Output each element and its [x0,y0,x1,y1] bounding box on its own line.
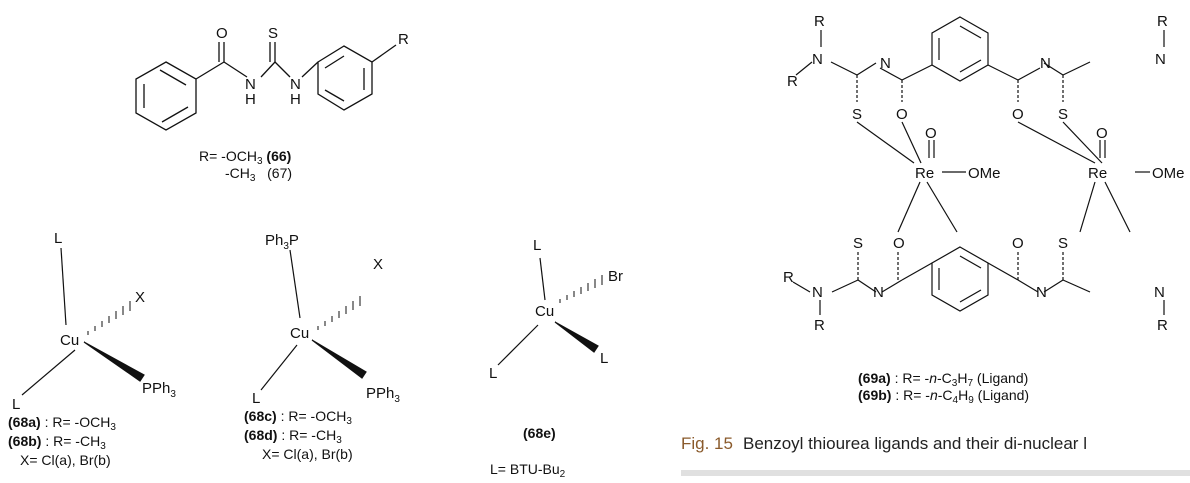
svg-text:R: R [1157,13,1168,30]
figure-caption: Fig. 15 Benzoyl thiourea ligands and thei… [681,434,1087,454]
svg-text:N: N [812,51,823,68]
svg-text:S: S [853,235,863,252]
svg-text:R: R [787,73,798,90]
structure-66-67 [135,42,397,131]
caption-divider [681,470,1190,476]
svg-text:N: N [1040,55,1051,72]
atom-r: R [398,31,409,48]
svg-text:O: O [925,125,937,142]
svg-text:L: L [54,230,62,247]
structure-69-atoms: R R N N S O O Re OMe R N N O S O Re OMe … [783,13,1185,334]
svg-text:L: L [12,396,20,413]
svg-text:N: N [873,284,884,301]
svg-text:R: R [814,13,825,30]
svg-text:Cu: Cu [290,325,309,342]
svg-text:R: R [783,269,794,286]
atom-n2: N [290,76,301,93]
svg-text:R: R [1157,317,1168,334]
atom-s: S [268,25,278,42]
label-68a-68b: (68a) : R= -OCH3 (68b) : R= -CH3 X= Cl(a… [8,414,116,468]
svg-text:N: N [1155,51,1166,68]
svg-text:O: O [1012,235,1024,252]
atom-n1: N [245,76,256,93]
atom-h1: H [245,91,256,108]
figure-caption-text: Benzoyl thiourea ligands and their di-nu… [742,434,1087,453]
svg-text:L: L [533,237,541,254]
top-benzene-ring [931,16,989,82]
structure-68c-68d [260,249,367,391]
svg-text:O: O [1012,106,1024,123]
svg-text:PPh3: PPh3 [142,380,176,400]
svg-text:PPh3: PPh3 [366,385,400,405]
svg-text:Cu: Cu [535,303,554,320]
aryl-ring [317,45,373,111]
label-68c-68d: (68c) : R= -OCH3 (68d) : R= -CH3 X= Cl(a… [244,408,353,462]
figure-number: Fig. 15 [681,434,733,453]
svg-text:OMe: OMe [968,165,1001,182]
svg-text:N: N [812,284,823,301]
svg-text:N: N [1036,284,1047,301]
svg-text:R: R [814,317,825,334]
atom-o: O [216,25,228,42]
structure-66-67-atoms: O S N H N H R [216,25,409,108]
svg-text:L: L [489,365,497,382]
svg-text:O: O [896,106,908,123]
svg-text:Re: Re [1088,165,1107,182]
svg-text:L: L [600,350,608,367]
label-66-67: R= -OCH3 (66) -CH3 (67) [199,148,293,184]
svg-text:O: O [893,235,905,252]
svg-text:S: S [1058,106,1068,123]
svg-text:O: O [1096,125,1108,142]
svg-text:N: N [1154,284,1165,301]
svg-text:Cu: Cu [60,332,79,349]
atom-h2: H [290,91,301,108]
svg-text:Br: Br [608,268,623,285]
svg-text:X: X [135,289,145,306]
svg-text:Re: Re [915,165,934,182]
svg-text:L: L [252,390,260,407]
svg-text:N: N [880,55,891,72]
label-68e-ligand: L= BTU-Bu2 [490,461,566,480]
structure-69 [792,16,1165,315]
structure-68a-68b [21,247,145,396]
svg-text:S: S [1058,235,1068,252]
svg-text:Ph3P: Ph3P [265,232,299,252]
structure-68c-68d-atoms: Ph3P X Cu L PPh3 [252,232,400,407]
svg-text:X: X [373,256,383,273]
structure-68e-atoms: L Br Cu L L [489,237,623,382]
svg-text:OMe: OMe [1152,165,1185,182]
label-68e: (68e) [523,425,556,441]
structure-68e [497,257,603,366]
label-69a-69b: (69a) : R= -n-C3H7 (Ligand) (69b) : R= -… [858,370,1030,406]
svg-text:S: S [852,106,862,123]
structure-68a-68b-atoms: L X Cu L PPh3 [12,230,176,413]
